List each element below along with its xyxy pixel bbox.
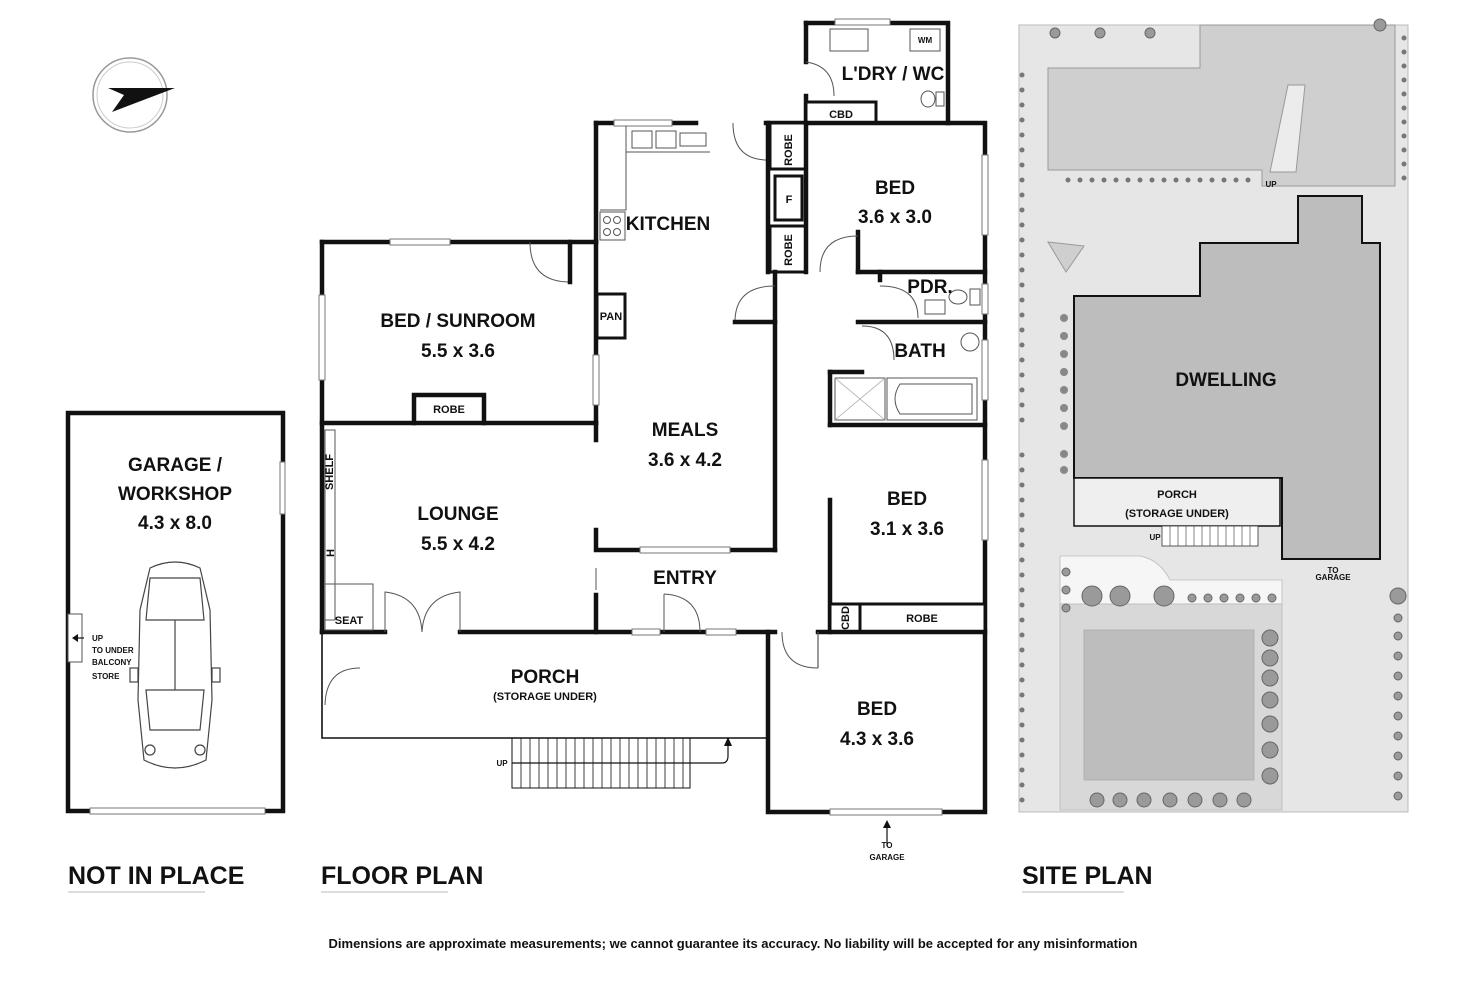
site-porch-label: PORCH (1157, 489, 1197, 501)
bed2-dims: 3.1 x 3.6 (870, 519, 944, 540)
disclaimer-text: Dimensions are approximate measurements;… (329, 936, 1138, 951)
site-up-top: UP (1265, 180, 1277, 189)
garage-plan: GARAGE / WORKSHOP 4.3 x 8.0 UP TO UNDER … (65, 410, 286, 893)
car-icon (129, 561, 221, 769)
seat-label: SEAT (335, 615, 364, 627)
floor-plan-title: FLOOR PLAN (321, 862, 484, 890)
bed3-dims: 4.3 x 3.6 (840, 729, 914, 750)
hedge-dwelling-left (1060, 314, 1068, 474)
washing-machine-label: WM (918, 36, 933, 45)
not-in-place-title: NOT IN PLACE (68, 862, 244, 890)
bed3-label: BED (857, 699, 897, 720)
robe-mid-label: ROBE (783, 234, 795, 266)
site-plan: UP (1018, 18, 1409, 893)
lounge-label: LOUNGE (417, 504, 498, 525)
bath-label: BATH (894, 341, 945, 362)
garage-dims: 4.3 x 8.0 (138, 513, 212, 534)
compass-icon (92, 57, 175, 133)
robe-bed2-label: ROBE (906, 613, 938, 625)
kitchen-label: KITCHEN (626, 214, 710, 235)
porch-stairs-up: UP (496, 759, 508, 768)
front-stairs (511, 737, 732, 789)
hedge-top (1065, 177, 1251, 183)
lounge-dims: 5.5 x 4.2 (421, 534, 495, 555)
sunroom-label: BED / SUNROOM (380, 311, 535, 332)
garage-label-line2: WORKSHOP (118, 484, 232, 505)
bed3-to-garage-2: GARAGE (869, 853, 905, 862)
site-dwelling-label: DWELLING (1175, 370, 1276, 391)
bed3-to-garage-1: TO (882, 841, 893, 850)
fridge-label: F (786, 194, 793, 206)
meals-dims: 3.6 x 4.2 (648, 450, 722, 471)
sunroom-dims: 5.5 x 3.6 (421, 341, 495, 362)
porch-label: PORCH (511, 667, 580, 688)
shelf-label: SHELF (324, 454, 336, 490)
site-to-garage-2: GARAGE (1315, 573, 1351, 582)
cbd-laundry-label: CBD (829, 109, 853, 121)
robe-sunroom-label: ROBE (433, 404, 465, 416)
site-porch-up: UP (1149, 533, 1161, 542)
cbd-bed2-label: CBD (840, 606, 852, 630)
hedge-left (1019, 72, 1025, 803)
powder-room-label: PDR. (907, 277, 952, 298)
entry-label: ENTRY (653, 568, 717, 589)
porch-sub-label: (STORAGE UNDER) (493, 691, 597, 703)
heater-label: H (325, 549, 337, 557)
garage-stair-to2: BALCONY (92, 658, 132, 667)
garage-stair-to3: STORE (92, 672, 120, 681)
bed1-label: BED (875, 178, 915, 199)
trees (1049, 18, 1407, 808)
robe-top-label: ROBE (783, 134, 795, 166)
hedge-right-top (1401, 35, 1407, 181)
garage-stair-to1: TO UNDER (92, 646, 134, 655)
dwelling-shape (1073, 195, 1381, 560)
garage-stair-up: UP (92, 634, 104, 643)
site-plan-title: SITE PLAN (1022, 862, 1153, 890)
site-to-garage-1: TO (1328, 566, 1339, 575)
bed1-dims: 3.6 x 3.0 (858, 207, 932, 228)
bed2-label: BED (887, 489, 927, 510)
garage-label-line1: GARAGE / (128, 455, 223, 476)
meals-label: MEALS (652, 420, 719, 441)
laundry-label: L'DRY / WC (842, 64, 945, 85)
pantry-label: PAN (600, 311, 622, 323)
floor-plan: WM L'DRY / WC CBD KITCHEN PAN ROBE F ROB… (318, 18, 989, 893)
site-porch-sub: (STORAGE UNDER) (1125, 508, 1229, 520)
